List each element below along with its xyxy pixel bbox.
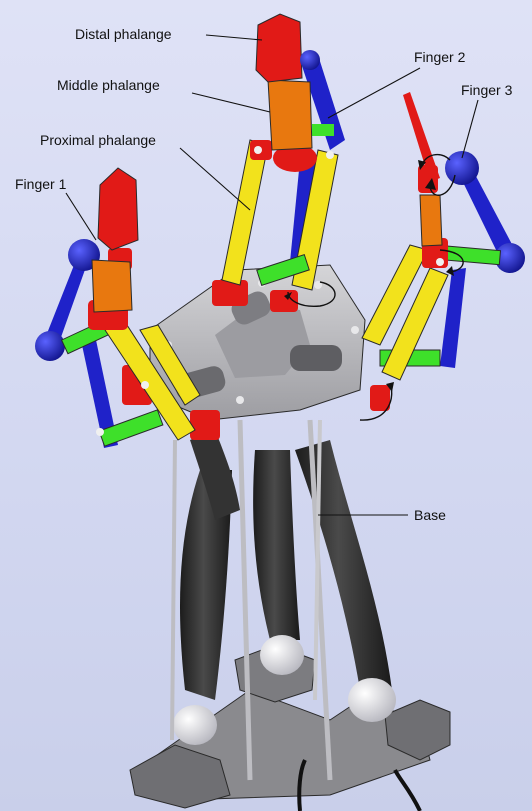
ball-joint-right	[348, 678, 396, 722]
bolt	[236, 396, 244, 404]
palm-joint-red-5	[370, 385, 390, 411]
leader-distal	[206, 35, 262, 40]
base-assembly	[130, 420, 450, 811]
bolt	[326, 151, 334, 159]
finger1-distal-phalange	[98, 168, 138, 250]
label-proximal-phalange: Proximal phalange	[40, 132, 156, 148]
palm-joint-red-1	[212, 280, 248, 306]
ball-joint-middle	[260, 635, 304, 675]
label-finger-2: Finger 2	[414, 49, 466, 65]
cable-2	[395, 770, 420, 811]
label-finger-1: Finger 1	[15, 176, 67, 192]
bolt	[96, 428, 104, 436]
leg-right	[295, 440, 392, 690]
label-finger-3: Finger 3	[461, 82, 513, 98]
bolt	[141, 381, 149, 389]
finger-3	[362, 92, 525, 380]
finger1-middle-phalange	[92, 260, 132, 312]
finger3-middle-phalange	[420, 195, 442, 246]
leg-middle	[253, 450, 300, 640]
finger2-middle-phalange	[268, 80, 312, 150]
palm-joint-red-4	[190, 410, 220, 440]
finger2-proximal-left	[222, 140, 268, 285]
leader-middle	[192, 93, 270, 112]
leader-finger2	[328, 68, 420, 118]
label-distal-phalange: Distal phalange	[75, 26, 172, 42]
finger2-blue-ball	[300, 50, 320, 70]
finger1-blue-ball-bottom	[35, 331, 65, 361]
finger-2	[222, 14, 345, 290]
ball-joint-left	[173, 705, 217, 745]
finger2-distal-phalange	[256, 14, 302, 82]
label-base: Base	[414, 507, 446, 523]
actuator-2	[290, 345, 342, 371]
leader-finger1	[66, 193, 96, 240]
finger-1	[35, 168, 200, 448]
bolt	[436, 258, 444, 266]
leader-finger3	[462, 100, 478, 158]
bolt	[254, 146, 262, 154]
finger2-green-small	[312, 124, 334, 136]
label-middle-phalange: Middle phalange	[57, 77, 160, 93]
rod-3	[172, 440, 175, 740]
leader-proximal	[180, 148, 250, 210]
bolt	[351, 326, 359, 334]
